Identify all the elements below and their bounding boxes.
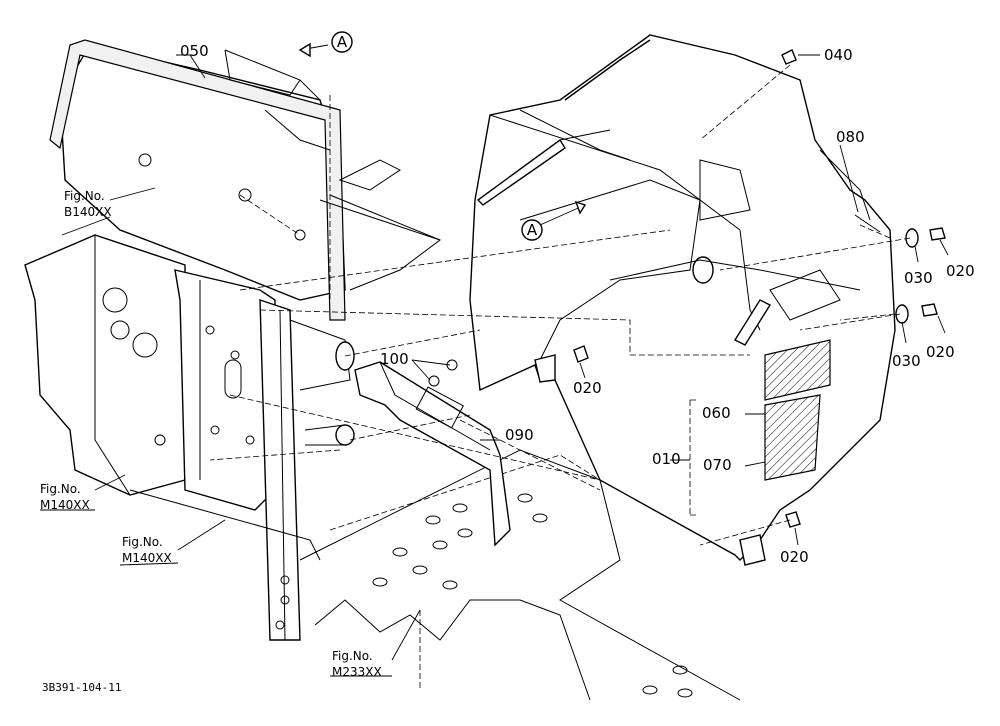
screw-040 [781, 49, 797, 65]
figure-ref-3-caption: Fig.No. [122, 535, 163, 549]
figure-ref-3-code: M140XX [122, 551, 172, 565]
leader-lines [40, 54, 949, 677]
hood-cover [469, 34, 896, 566]
marker-label-mid: A [527, 221, 538, 239]
bolt-020d [785, 511, 801, 528]
figure-ref-2-code: M140XX [40, 498, 90, 512]
part-label-050: 050 [180, 42, 209, 60]
pin-080 [854, 214, 881, 233]
marker-label-top: A [337, 33, 348, 51]
bolt-020b [921, 303, 938, 317]
part-label-070: 070 [703, 456, 732, 474]
part-label-090: 090 [505, 426, 534, 444]
part-label-100: 100 [380, 350, 409, 368]
part-label-040: 040 [824, 46, 853, 64]
marker-a-top: A [298, 31, 353, 58]
assembly-lines [209, 64, 911, 546]
bracket-090 [354, 359, 511, 547]
rear-panel-assembly [49, 39, 442, 321]
part-label-080: 080 [836, 128, 865, 146]
part-label-010: 010 [652, 450, 681, 468]
figure-reference-m140-b: Fig.No. M140XX [122, 535, 172, 565]
figure-reference-m233: Fig.No. M233XX [332, 649, 382, 679]
floor-plate [299, 449, 741, 701]
part-label-020-b: 020 [926, 343, 955, 361]
figure-reference-b140: Fig.No. B140XX [64, 189, 112, 219]
figure-ref-4-caption: Fig.No. [332, 649, 373, 663]
figure-ref-1-caption: Fig.No. [64, 189, 105, 203]
floor-holes [372, 493, 693, 698]
part-label-060: 060 [702, 404, 731, 422]
part-label-030-b: 030 [892, 352, 921, 370]
figure-ref-1-code: B140XX [64, 205, 112, 219]
part-label-020-a: 020 [946, 262, 975, 280]
figure-ref-4-code: M233XX [332, 665, 382, 679]
dash-frame [24, 234, 355, 641]
drawing-code: 3B391-104-11 [42, 681, 121, 694]
washer-030a [905, 228, 919, 248]
figure-reference-m140-a: Fig.No. M140XX [40, 482, 90, 512]
part-callouts: 050 040 080 020 030 020 030 100 020 090 … [180, 42, 975, 566]
part-label-020-d: 020 [780, 548, 809, 566]
bolt-020c [573, 345, 589, 363]
marker-a-mid: A [521, 200, 587, 241]
part-label-020-c: 020 [573, 379, 602, 397]
bolt-020a [929, 227, 946, 241]
figure-ref-2-caption: Fig.No. [40, 482, 81, 496]
part-label-030-a: 030 [904, 269, 933, 287]
